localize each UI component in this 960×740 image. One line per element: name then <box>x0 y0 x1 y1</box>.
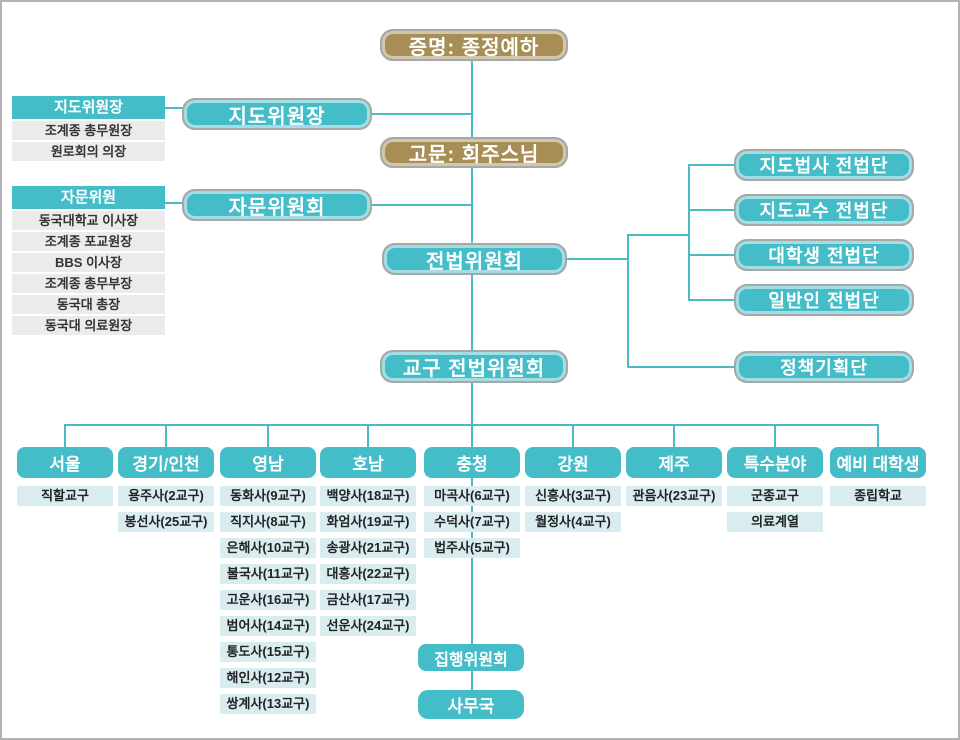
panel-advisors: 자문위원 동국대학교 이사장 조계종 포교원장 BBS 이사장 조계종 총무부장… <box>12 186 165 335</box>
connector <box>774 424 776 447</box>
connector <box>572 424 574 447</box>
region-item: 의료계열 <box>727 512 823 532</box>
connector <box>471 275 473 350</box>
node-advisor: 고문: 회주스님 <box>380 137 568 168</box>
region-item: 범어사(14교구) <box>220 616 316 636</box>
connector <box>627 234 690 236</box>
unit-jido-gyosu: 지도교수 전법단 <box>734 194 914 226</box>
region-item: 해인사(12교구) <box>220 668 316 688</box>
region-item: 고운사(16교구) <box>220 590 316 610</box>
panel-row: 조계종 총무원장 <box>12 121 165 140</box>
region-item: 동화사(9교구) <box>220 486 316 506</box>
panel-row: 조계종 포교원장 <box>12 232 165 251</box>
region-item: 선운사(24교구) <box>320 616 416 636</box>
connector <box>64 424 66 447</box>
region-seoul: 서울 <box>17 447 113 478</box>
panel-chairman-title: 지도위원장 <box>12 96 165 119</box>
region-item: 마곡사(6교구) <box>424 486 520 506</box>
region-item: 백양사(18교구) <box>320 486 416 506</box>
region-special: 특수분야 <box>727 447 823 478</box>
region-gyeonggi-incheon: 경기/인천 <box>118 447 214 478</box>
unit-jido-beopsa: 지도법사 전법단 <box>734 149 914 181</box>
connector <box>471 424 473 644</box>
connector <box>688 164 690 301</box>
connector <box>627 366 734 368</box>
region-item: 직지사(8교구) <box>220 512 316 532</box>
region-item: 용주사(2교구) <box>118 486 214 506</box>
panel-row: 동국대 총장 <box>12 295 165 314</box>
region-yeongnam: 영남 <box>220 447 316 478</box>
panel-advisors-title: 자문위원 <box>12 186 165 209</box>
region-jeju: 제주 <box>626 447 722 478</box>
connector <box>688 254 734 256</box>
connector <box>471 671 473 690</box>
region-gangwon: 강원 <box>525 447 621 478</box>
region-item: 통도사(15교구) <box>220 642 316 662</box>
node-office: 사무국 <box>418 690 524 719</box>
connector <box>688 299 734 301</box>
connector <box>471 383 473 425</box>
region-honam: 호남 <box>320 447 416 478</box>
region-item: 금산사(17교구) <box>320 590 416 610</box>
panel-chairman: 지도위원장 조계종 총무원장 원로회의 의장 <box>12 96 165 161</box>
connector <box>165 202 184 204</box>
unit-policy-planning: 정책기획단 <box>734 351 914 383</box>
region-item: 불국사(11교구) <box>220 564 316 584</box>
region-item: 군종교구 <box>727 486 823 506</box>
region-item: 법주사(5교구) <box>424 538 520 558</box>
region-item: 신흥사(3교구) <box>525 486 621 506</box>
region-item: 관음사(23교구) <box>626 486 722 506</box>
panel-row: 동국대 의료원장 <box>12 316 165 335</box>
region-item: 쌍계사(13교구) <box>220 694 316 714</box>
node-chairman: 지도위원장 <box>182 98 372 130</box>
panel-row: BBS 이사장 <box>12 253 165 272</box>
region-item: 송광사(21교구) <box>320 538 416 558</box>
connector <box>367 424 369 447</box>
node-advisory-committee: 자문위원회 <box>182 189 372 221</box>
connector <box>165 424 167 447</box>
region-item: 화엄사(19교구) <box>320 512 416 532</box>
connector <box>688 164 734 166</box>
connector <box>567 258 629 260</box>
connector <box>673 424 675 447</box>
connector <box>165 107 184 109</box>
connector <box>877 424 879 447</box>
region-item: 봉선사(25교구) <box>118 512 214 532</box>
panel-row: 조계종 총무부장 <box>12 274 165 293</box>
node-seal: 증명: 종정예하 <box>380 29 568 61</box>
region-pre-university: 예비 대학생 <box>830 447 926 478</box>
connector <box>627 234 629 368</box>
region-item: 수덕사(7교구) <box>424 512 520 532</box>
region-item: 대흥사(22교구) <box>320 564 416 584</box>
region-item: 은해사(10교구) <box>220 538 316 558</box>
panel-row: 동국대학교 이사장 <box>12 211 165 230</box>
region-item: 직할교구 <box>17 486 113 506</box>
connector <box>471 61 473 137</box>
node-mission-committee: 전법위원회 <box>382 243 567 275</box>
panel-row: 원로회의 의장 <box>12 142 165 161</box>
region-item: 종립학교 <box>830 486 926 506</box>
region-item: 월정사(4교구) <box>525 512 621 532</box>
unit-ilbanin: 일반인 전법단 <box>734 284 914 316</box>
connector <box>688 209 734 211</box>
connector <box>65 424 879 426</box>
region-chungcheong: 충청 <box>424 447 520 478</box>
node-diocese-committee: 교구 전법위원회 <box>380 350 568 383</box>
node-executive-committee: 집행위원회 <box>418 644 524 671</box>
connector <box>372 113 473 115</box>
connector <box>267 424 269 447</box>
unit-daehaksaeng: 대학생 전법단 <box>734 239 914 271</box>
connector <box>372 204 473 206</box>
